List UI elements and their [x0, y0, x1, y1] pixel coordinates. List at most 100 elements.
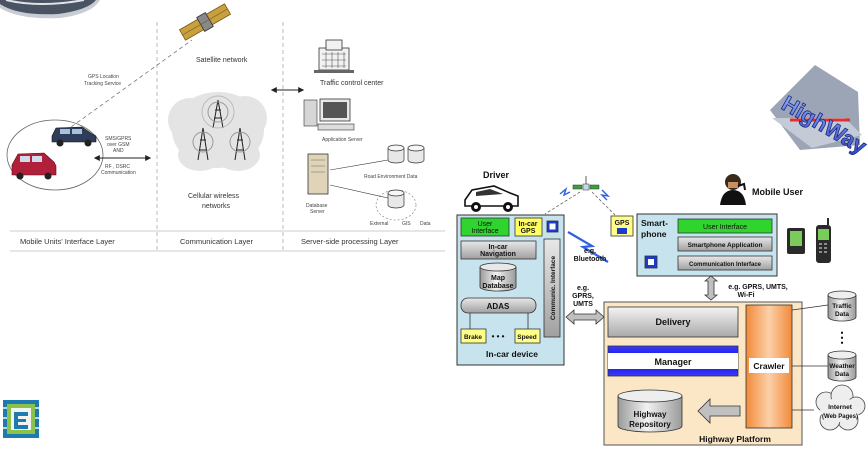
satellite-network-label: Satellite network [196, 57, 248, 64]
sp-comm-interface-label: Communication Interface [689, 262, 762, 268]
communic-interface-label: Communic. Interface [550, 255, 557, 320]
database-server-icon [307, 153, 329, 195]
user-interface-label-2: Interface [471, 228, 498, 235]
brake-label: Brake [464, 334, 482, 341]
sp-user-interface-label: User Interface [703, 224, 747, 231]
gps-line-left [544, 191, 581, 215]
sp-user-interface-box [677, 218, 773, 234]
corner-logo-fragment [0, 0, 100, 19]
signal-bolt-right [599, 189, 611, 201]
layer-label-communication: Communication Layer [180, 237, 253, 246]
smartphone-platform-arrow [703, 275, 719, 301]
in-car-navigation-box [460, 240, 537, 260]
weather-data-cylinder [827, 350, 857, 382]
satellite-icon [178, 3, 232, 41]
cellular-label-1: Cellular wireless [188, 193, 239, 200]
gps-line-right [591, 191, 616, 216]
speed-label: Speed [517, 334, 537, 341]
in-car-gps-label-1: In-car [518, 221, 537, 228]
institution-logo [3, 400, 39, 438]
bluetooth-label-1: e.g. [584, 248, 596, 255]
road-env-label: Road Environment Data [364, 174, 418, 180]
delivery-label: Delivery [655, 317, 690, 327]
right-diagram: HighWay Driver User Interface In-car [456, 65, 868, 446]
highway-repository-cylinder [617, 389, 683, 433]
mobile-user-label: Mobile User [752, 187, 804, 197]
data-sources-dots: ⋮ [835, 329, 849, 345]
adas-box [460, 297, 537, 314]
smartphone-label-1: Smart- [641, 218, 668, 228]
tracking-line [59, 39, 193, 136]
layer-label-server: Server-side processing Layer [301, 237, 399, 246]
internet-cloud [815, 384, 866, 431]
internet-label-1: Internet [828, 404, 853, 411]
manager-label: Manager [654, 357, 692, 367]
in-car-gps-label-2: GPS [521, 228, 536, 235]
sp-comm-interface-box [677, 255, 773, 271]
repository-label-1: Highway [634, 410, 667, 419]
communic-interface-box [543, 238, 561, 338]
adas-label: ADAS [487, 302, 510, 311]
driver-car-icon [464, 185, 519, 212]
internet-label-2: (Web Pages) [822, 414, 858, 420]
gprs-right-label-2: Wi-Fi [737, 292, 754, 299]
pda-device-icon [787, 228, 805, 254]
application-server-label: Application Server [322, 137, 363, 143]
application-server-icon [303, 98, 355, 131]
in-car-gps-box [514, 217, 543, 237]
traffic-data-label-1: Traffic [832, 303, 852, 310]
server-road-line [329, 159, 389, 171]
map-database-label-2: Database [482, 283, 513, 290]
rf-label-2: Communication [101, 170, 136, 176]
repository-label-2: Repository [629, 420, 671, 429]
highway-platform-label: Highway Platform [699, 434, 771, 444]
user-interface-box [460, 217, 510, 237]
external-gis-circle [375, 189, 417, 221]
database-label-2: Server [310, 209, 325, 215]
incar-platform-arrow [565, 309, 605, 325]
in-car-device-label: In-car device [486, 349, 538, 359]
gprs-left-label-1: e.g. [577, 285, 589, 292]
road-env-cylinders [387, 144, 425, 164]
gis-data-label: Data [420, 221, 431, 227]
gprs-left-label-2: GPRS, [572, 293, 594, 300]
driver-label: Driver [483, 170, 510, 180]
map-database-cylinder [479, 262, 517, 292]
external-label: External [370, 221, 388, 227]
server-gis-line [329, 184, 389, 199]
speed-box [514, 328, 541, 344]
bluetooth-label-2: Bluetooth [574, 256, 607, 263]
sms-label-2: over GSM [107, 142, 130, 148]
in-car-nav-label-1: In-car [488, 244, 507, 251]
brake-box [460, 328, 487, 344]
mobile-user-person-icon [720, 174, 746, 205]
gps-tracking-label-2: Tracking Service [84, 81, 121, 87]
gps-tracking-label-1: GPS Location [88, 74, 119, 80]
gprs-left-label-3: UMTS [573, 301, 593, 308]
database-label-1: Database [306, 203, 328, 209]
delivery-box [607, 306, 739, 338]
sp-application-box [677, 236, 773, 252]
traffic-data-label-2: Data [835, 311, 849, 318]
left-diagram: Satellite network GPS Location Tracking … [0, 0, 445, 252]
gis-label: GIS [402, 221, 411, 227]
bluetooth-bolt [567, 231, 609, 263]
gis-cylinders [387, 189, 405, 209]
traffic-center-building-icon [314, 39, 354, 73]
traffic-control-center-label: Traffic control center [320, 80, 384, 87]
smartphone-label-2: phone [641, 229, 667, 239]
in-car-nav-label-2: Navigation [480, 251, 516, 258]
gprs-right-label-1: e.g. GPRS, UMTS, [728, 284, 788, 291]
highway-logo: HighWay [770, 65, 868, 160]
crawler-label: Crawler [753, 361, 785, 371]
sms-label-1: SMS/GPRS [105, 136, 132, 142]
suv-icon [51, 126, 97, 147]
smartphone-gps-box [610, 215, 634, 237]
layer-label-mobile: Mobile Units' Interface Layer [20, 237, 115, 246]
gps-satellite-icon [572, 176, 600, 191]
signal-bolt-left [559, 186, 571, 197]
rf-label-1: RF , DSRC [105, 164, 130, 170]
traffic-data-cylinder [827, 290, 857, 322]
minivan-icon [11, 152, 57, 180]
